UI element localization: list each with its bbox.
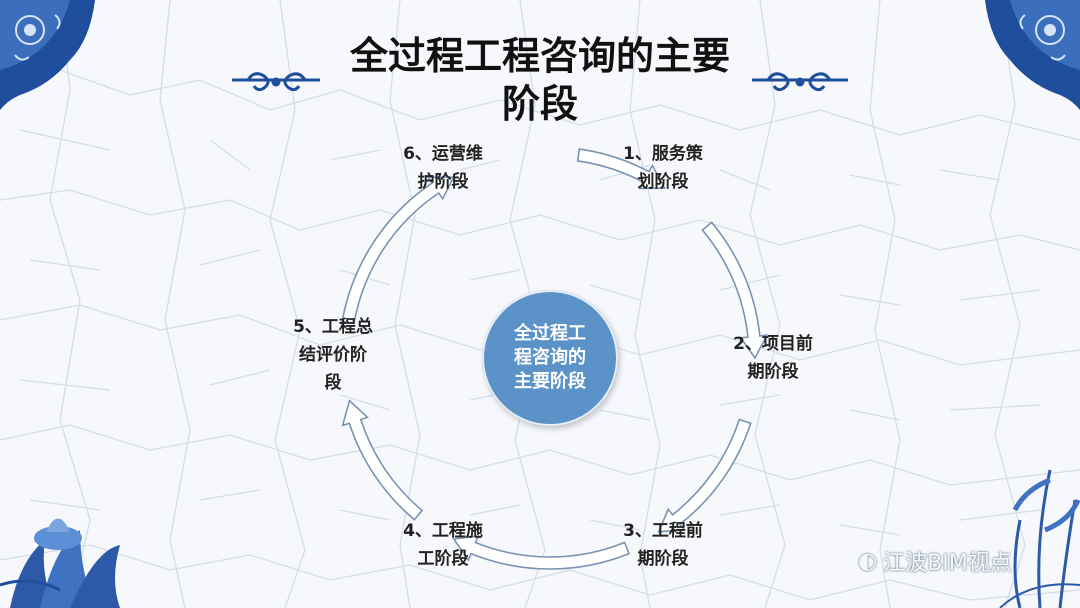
corner-ornament-top-left <box>0 0 95 110</box>
cycle-arrow-1 <box>576 148 666 190</box>
watermark-text: 江波BIM视点 <box>883 551 1012 576</box>
cycle-arrow-3 <box>657 418 752 533</box>
center-label: 全过程工 程咨询的 主要阶段 <box>514 323 586 392</box>
cloud-scroll-icon-left <box>232 72 320 92</box>
cycle-arrow-4 <box>452 535 631 570</box>
cycle-arrow-2 <box>701 221 769 360</box>
watermark: ◐ 江波BIM视点 <box>858 545 1012 577</box>
orchid-ornament <box>999 469 1080 608</box>
stage-3-label: 3、工程前 期阶段 <box>623 521 703 569</box>
corner-ornament-top-right <box>985 0 1080 110</box>
stage-6-label: 6、运营维 护阶段 <box>403 144 483 192</box>
cycle-arrows <box>341 148 769 570</box>
cloud-scroll-icon-right <box>752 72 848 92</box>
stage-1-label: 1、服务策 划阶段 <box>623 144 703 192</box>
stage-2-label: 2、项目前 期阶段 <box>733 334 813 382</box>
lotus-ornament <box>0 518 120 608</box>
stage-4-label: 4、工程施 工阶段 <box>403 521 483 569</box>
stage-5-label: 5、工程总 结评价阶 段 <box>293 317 373 393</box>
center-circle: 全过程工 程咨询的 主要阶段 <box>482 290 618 426</box>
page-title: 全过程工程咨询的主要阶段 <box>349 34 730 126</box>
cycle-arrow-6 <box>341 176 456 325</box>
wechat-icon: ◐ <box>858 548 878 574</box>
cycle-arrow-5 <box>341 399 424 521</box>
